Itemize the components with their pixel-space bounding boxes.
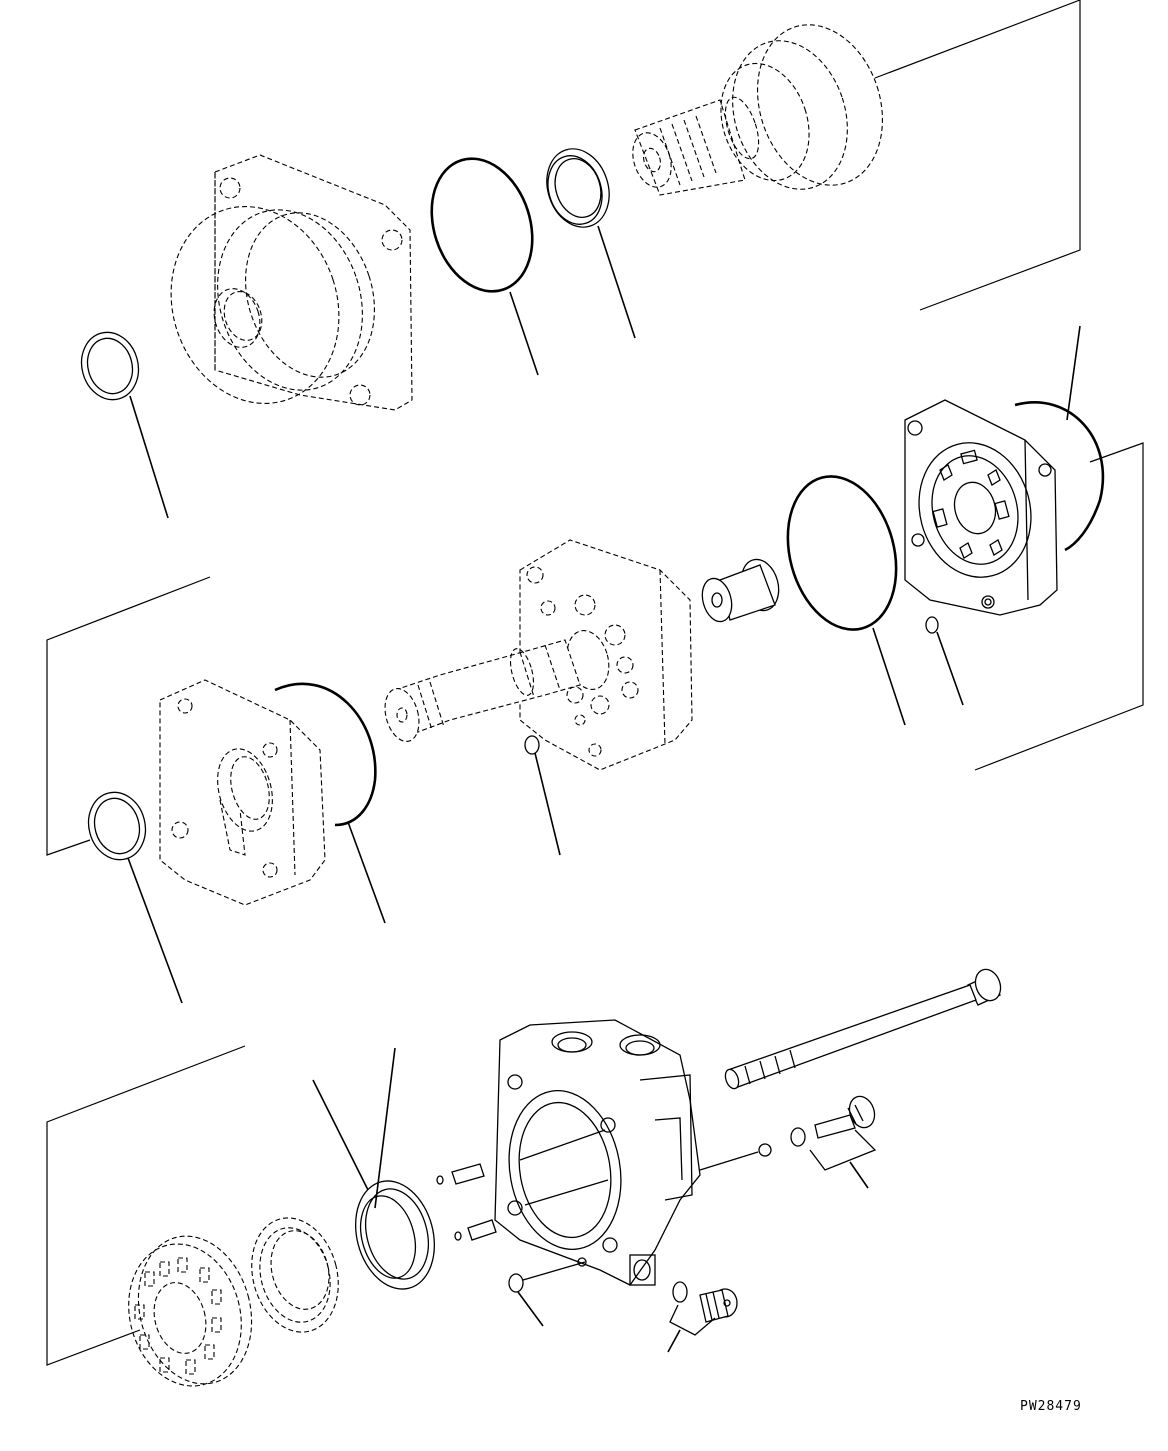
end-cover-phantom: [159, 679, 326, 906]
check-ball: [699, 1143, 772, 1171]
relief-plug-lower: [667, 1281, 738, 1353]
bearing-bottom-phantom: [251, 1217, 339, 1333]
seal-ring-bottom: [312, 1047, 436, 1290]
o-ring-top: [430, 157, 539, 376]
valve-body: [494, 1019, 701, 1286]
o-ring-large-right: [1014, 325, 1105, 552]
relief-plug-upper: [790, 1095, 877, 1189]
gerotor-housing-phantom: [519, 539, 693, 771]
thrust-bearing-phantom: [128, 1235, 253, 1387]
group-frame-bottom: [46, 1045, 246, 1366]
seal-ring-middle-left: [87, 791, 183, 1004]
drive-link-small: [701, 558, 780, 623]
small-o-ring-bottom: [508, 1261, 586, 1327]
flange-housing-phantom: [170, 154, 413, 411]
output-shaft-phantom: [632, 24, 883, 196]
small-o-ring-middle: [524, 735, 561, 856]
distributor-plate-right: [904, 399, 1058, 616]
bearing-ring-top: [546, 148, 636, 339]
long-bolt: [724, 968, 1002, 1090]
o-ring-cover: [274, 682, 386, 924]
small-o-ring-plate: [925, 616, 964, 706]
drive-shaft-phantom: [384, 639, 581, 742]
group-frame-top: [874, 0, 1081, 311]
group-frame-middle: [46, 442, 1144, 856]
drawing-reference-code: PW28479: [1020, 1399, 1082, 1414]
seal-ring-top-left: [80, 331, 169, 519]
o-ring-middle: [786, 475, 906, 726]
valve-pins: [436, 1163, 497, 1241]
